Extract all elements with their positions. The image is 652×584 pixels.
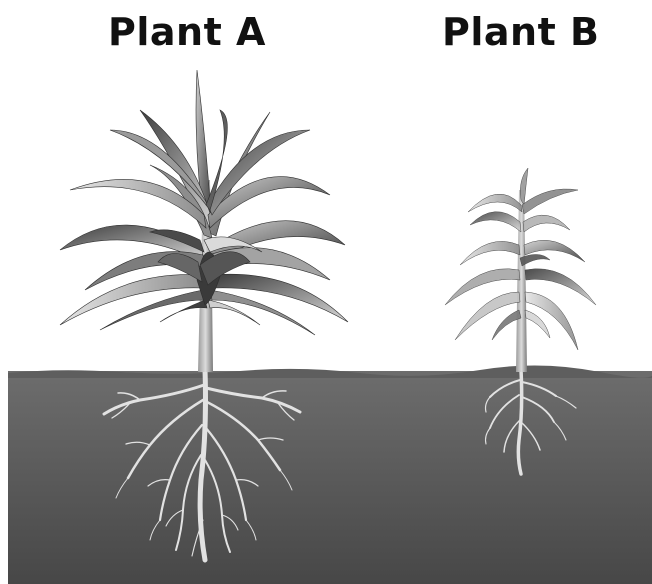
soil	[8, 365, 652, 584]
plant-a-label: Plant A	[108, 6, 266, 58]
plant-b-label: Plant B	[442, 6, 599, 58]
plant-a-leaves	[60, 70, 348, 335]
plant-b-stem	[516, 190, 527, 372]
